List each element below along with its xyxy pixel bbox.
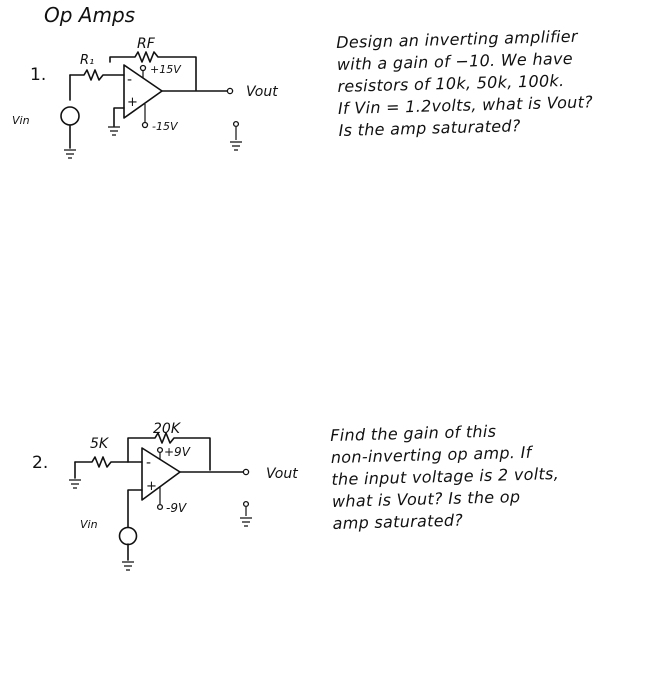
- problem-2-text: Find the gain of this non-inverting op a…: [330, 419, 560, 535]
- ground-vout-1: [230, 141, 242, 151]
- op-amp-1-plus: +: [127, 95, 138, 110]
- vminus-label-2: -9V: [166, 501, 187, 515]
- op-amp-1-minus: -: [127, 72, 132, 88]
- vin-label-1: Vin: [12, 114, 30, 127]
- circuit-2: 2. 20K 5K - + +9V -9V Vout: [32, 421, 298, 571]
- vminus-label-1: -15V: [152, 120, 179, 133]
- vout-terminal-1: [226, 87, 234, 95]
- voltage-source-1: [60, 106, 80, 126]
- r1-label-1: R₁: [80, 53, 94, 68]
- input-resistor-2: [74, 456, 143, 468]
- input-resistor-1: [69, 69, 125, 81]
- ground-plus-1: [108, 126, 120, 136]
- op-amp-2: [141, 447, 181, 501]
- vminus-terminal-1: [141, 121, 149, 129]
- vout-label-1: Vout: [246, 84, 278, 100]
- vout-label-2: Vout: [266, 466, 298, 482]
- ground-source-2: [122, 561, 134, 571]
- vminus-terminal-2: [156, 503, 164, 511]
- page-title: Op Amps: [44, 3, 135, 27]
- vplus-terminal-1: [139, 64, 147, 72]
- rf-label-2: 20K: [153, 421, 182, 437]
- ground-r1-2: [69, 479, 81, 489]
- feedback-resistor-1: [109, 51, 197, 91]
- problem-1-number: 1.: [30, 65, 46, 85]
- op-amp-2-minus: -: [146, 455, 151, 471]
- vplus-terminal-2: [156, 446, 164, 454]
- vplus-label-2: +9V: [164, 445, 191, 459]
- vplus-label-1: +15V: [150, 63, 182, 76]
- r1-label-2: 5K: [90, 436, 110, 452]
- problem-2-number: 2.: [32, 453, 48, 473]
- problem-1-text: Design an inverting amplifier with a gai…: [336, 25, 594, 142]
- circuit-1: 1. RF R₁ - + +15V -15V Vout: [12, 36, 278, 159]
- feedback-resistor-2: [127, 432, 211, 471]
- rf-label-1: RF: [137, 36, 156, 52]
- ground-source-1: [64, 149, 76, 159]
- vin-label-2: Vin: [80, 518, 98, 531]
- ground-vout-2: [240, 517, 252, 527]
- voltage-source-2: [118, 526, 138, 546]
- op-amp-2-plus: +: [146, 479, 157, 494]
- vout-terminal-2: [242, 468, 250, 476]
